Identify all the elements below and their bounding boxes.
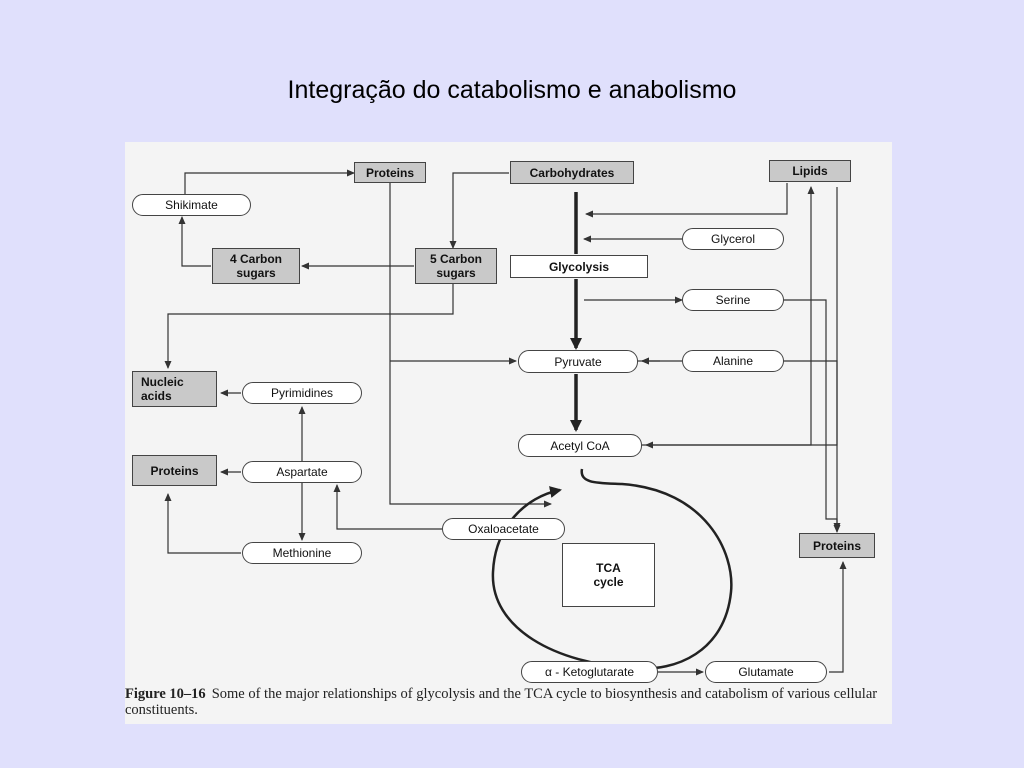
arrow-proteins-tca	[389, 183, 552, 508]
pyruvate-node: Pyruvate	[518, 350, 638, 373]
arrow-oxaloacetate-aspartate	[333, 484, 442, 530]
arrow-glutamate-proteins	[829, 561, 847, 673]
five-carbon-sugars-box: 5 Carbon sugars	[415, 248, 497, 284]
proteins-box-right: Proteins	[799, 533, 875, 558]
arrow-methionine-proteins	[164, 493, 241, 554]
arrow-carbohydrates-5carbon	[449, 172, 509, 249]
glycerol-node: Glycerol	[682, 228, 784, 250]
methionine-node: Methionine	[242, 542, 362, 564]
arrow-serine-proteins	[782, 299, 841, 533]
arrow-lipids-glycolysis	[585, 183, 788, 218]
serine-node: Serine	[682, 289, 784, 311]
lipids-box: Lipids	[769, 160, 851, 182]
figure-caption-text: Some of the major relationships of glyco…	[125, 686, 878, 718]
arrow-alanine-proteins	[782, 360, 841, 531]
tca-cycle-loop	[491, 468, 733, 670]
figure-label: Figure 10–16	[125, 686, 206, 702]
metabolism-diagram: Proteins Carbohydrates Lipids 4 Carbon s…	[125, 142, 892, 724]
proteins-box-left: Proteins	[132, 455, 217, 486]
shikimate-node: Shikimate	[132, 194, 251, 216]
tca-cycle-box: TCA cycle	[562, 543, 655, 607]
arrow-4carbon-shikimate	[178, 216, 211, 267]
oxaloacetate-node: Oxaloacetate	[442, 518, 565, 540]
arrow-5carbon-nucleic	[164, 283, 454, 369]
glutamate-node: Glutamate	[705, 661, 827, 683]
diagram-connectors	[164, 169, 847, 676]
slide-title: Integração do catabolismo e anabolismo	[287, 76, 737, 104]
glycolysis-box: Glycolysis	[510, 255, 648, 278]
arrow-acetylcoa-lipids	[642, 186, 815, 446]
pyrimidines-node: Pyrimidines	[242, 382, 362, 404]
nucleic-acids-box: Nucleic acids	[132, 371, 217, 407]
ketoglutarate-node: α - Ketoglutarate	[521, 661, 658, 683]
carbohydrates-box: Carbohydrates	[510, 161, 634, 184]
four-carbon-sugars-box: 4 Carbon sugars	[212, 248, 300, 284]
arrow-lipids-acetylcoa	[645, 187, 838, 449]
arrow-shikimate-proteins	[184, 169, 355, 194]
acetyl-coa-node: Acetyl CoA	[518, 434, 642, 457]
alanine-node: Alanine	[682, 350, 784, 372]
proteins-box-top: Proteins	[354, 162, 426, 183]
aspartate-node: Aspartate	[242, 461, 362, 483]
